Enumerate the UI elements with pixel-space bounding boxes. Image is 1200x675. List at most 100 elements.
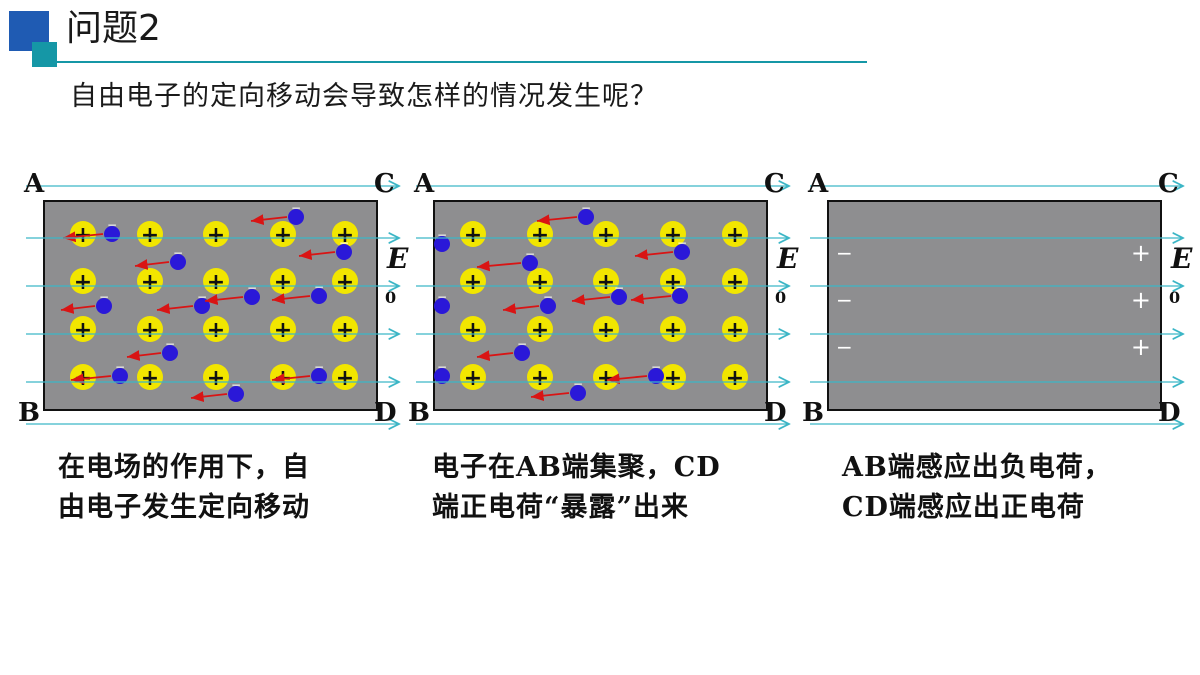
drift-arrow — [536, 214, 578, 226]
header-divider — [57, 61, 867, 63]
positive-ion-sign: + — [597, 366, 615, 391]
positive-ion — [270, 221, 296, 247]
positive-ion — [660, 268, 686, 294]
corner-label-b: B — [408, 398, 430, 428]
drift-arrow — [630, 293, 672, 305]
positive-ion-sign: + — [464, 223, 482, 248]
electron-sign: − — [99, 290, 109, 304]
positive-ion — [137, 364, 163, 390]
electron-sign: − — [675, 280, 685, 294]
positive-ion-sign: + — [274, 270, 292, 295]
corner-label-d: D — [374, 398, 397, 428]
electron-sign: − — [517, 337, 527, 351]
positive-ion — [722, 268, 748, 294]
positive-ion-sign: + — [531, 223, 549, 248]
drift-arrow — [70, 373, 112, 385]
caption-line: 在电场的作用下，自 — [58, 452, 310, 483]
header-square-teal — [32, 42, 57, 67]
corner-label-c: C — [374, 169, 395, 199]
induced-negative-charge: − — [836, 335, 853, 359]
electron — [244, 289, 260, 305]
electron — [434, 236, 450, 252]
drift-arrow — [530, 390, 570, 402]
drift-arrow — [156, 303, 194, 314]
positive-ion — [203, 221, 229, 247]
positive-ion-sign: + — [207, 223, 225, 248]
positive-ion-sign: + — [464, 366, 482, 391]
electron — [311, 288, 327, 304]
caption-panel-1: 在电场的作用下，自 由电子发生定向移动 — [58, 448, 310, 528]
positive-ion-sign: + — [664, 318, 682, 343]
positive-ion-sign: + — [597, 270, 615, 295]
electron-sign: − — [115, 360, 125, 374]
electron-sign: − — [231, 378, 241, 392]
caption-panel-2: 电子在AB端集聚，CD 端正电荷“暴露”出来 — [432, 448, 721, 528]
drift-arrow — [62, 231, 104, 243]
conductor-block — [827, 200, 1162, 411]
corner-label-a: A — [807, 169, 829, 199]
drift-arrow — [250, 214, 288, 225]
positive-ion — [460, 221, 486, 247]
electron-sign: − — [677, 236, 687, 250]
electron-sign: − — [339, 236, 349, 250]
field-symbol-subscript: 0 — [1169, 288, 1180, 307]
drift-arrow — [134, 259, 170, 270]
drift-arrow — [271, 293, 311, 305]
positive-ion — [593, 221, 619, 247]
positive-ion — [460, 364, 486, 390]
electron — [674, 244, 690, 260]
field-symbol: E — [776, 242, 799, 275]
corner-label-d: D — [1158, 398, 1181, 428]
positive-ion — [203, 364, 229, 390]
positive-ion-sign: + — [336, 318, 354, 343]
positive-ion — [70, 221, 96, 247]
positive-ion-sign: + — [74, 318, 92, 343]
electron-sign: − — [437, 290, 447, 304]
electron — [578, 209, 594, 225]
positive-ion — [137, 316, 163, 342]
positive-ion — [722, 221, 748, 247]
positive-ion — [70, 316, 96, 342]
positive-ion-sign: + — [141, 318, 159, 343]
electron-sign: − — [165, 337, 175, 351]
electron-sign: − — [247, 281, 257, 295]
electron-sign: − — [437, 228, 447, 242]
positive-ion — [460, 268, 486, 294]
electron — [434, 298, 450, 314]
electron-sign: − — [107, 218, 117, 232]
induced-negative-charge: − — [836, 241, 853, 265]
positive-ion — [332, 268, 358, 294]
drift-arrow — [126, 350, 162, 361]
positive-ion — [137, 268, 163, 294]
electron — [162, 345, 178, 361]
positive-ion-sign: + — [597, 223, 615, 248]
drift-arrow — [476, 260, 522, 272]
drift-arrow — [271, 373, 311, 385]
field-symbol: E — [1170, 242, 1193, 275]
positive-ion-sign: + — [274, 318, 292, 343]
positive-ion-sign: + — [464, 270, 482, 295]
electron-sign: − — [437, 360, 447, 374]
positive-ion-sign: + — [726, 366, 744, 391]
positive-ion-sign: + — [207, 270, 225, 295]
corner-label-c: C — [1158, 169, 1179, 199]
positive-ion — [70, 268, 96, 294]
positive-ion — [527, 316, 553, 342]
positive-ion-sign: + — [336, 270, 354, 295]
electron-sign: − — [525, 247, 535, 261]
drift-arrow — [606, 373, 648, 385]
positive-ion — [460, 316, 486, 342]
positive-ion-sign: + — [531, 318, 549, 343]
electron-sign: − — [314, 280, 324, 294]
corner-label-a: A — [23, 169, 45, 199]
positive-ion-sign: + — [207, 318, 225, 343]
drift-arrow — [476, 350, 514, 361]
caption-line: AB端感应出负电荷， — [842, 452, 1112, 483]
electron — [96, 298, 112, 314]
positive-ion-sign: + — [141, 270, 159, 295]
positive-ion — [722, 364, 748, 390]
electron — [170, 254, 186, 270]
positive-ion — [270, 268, 296, 294]
